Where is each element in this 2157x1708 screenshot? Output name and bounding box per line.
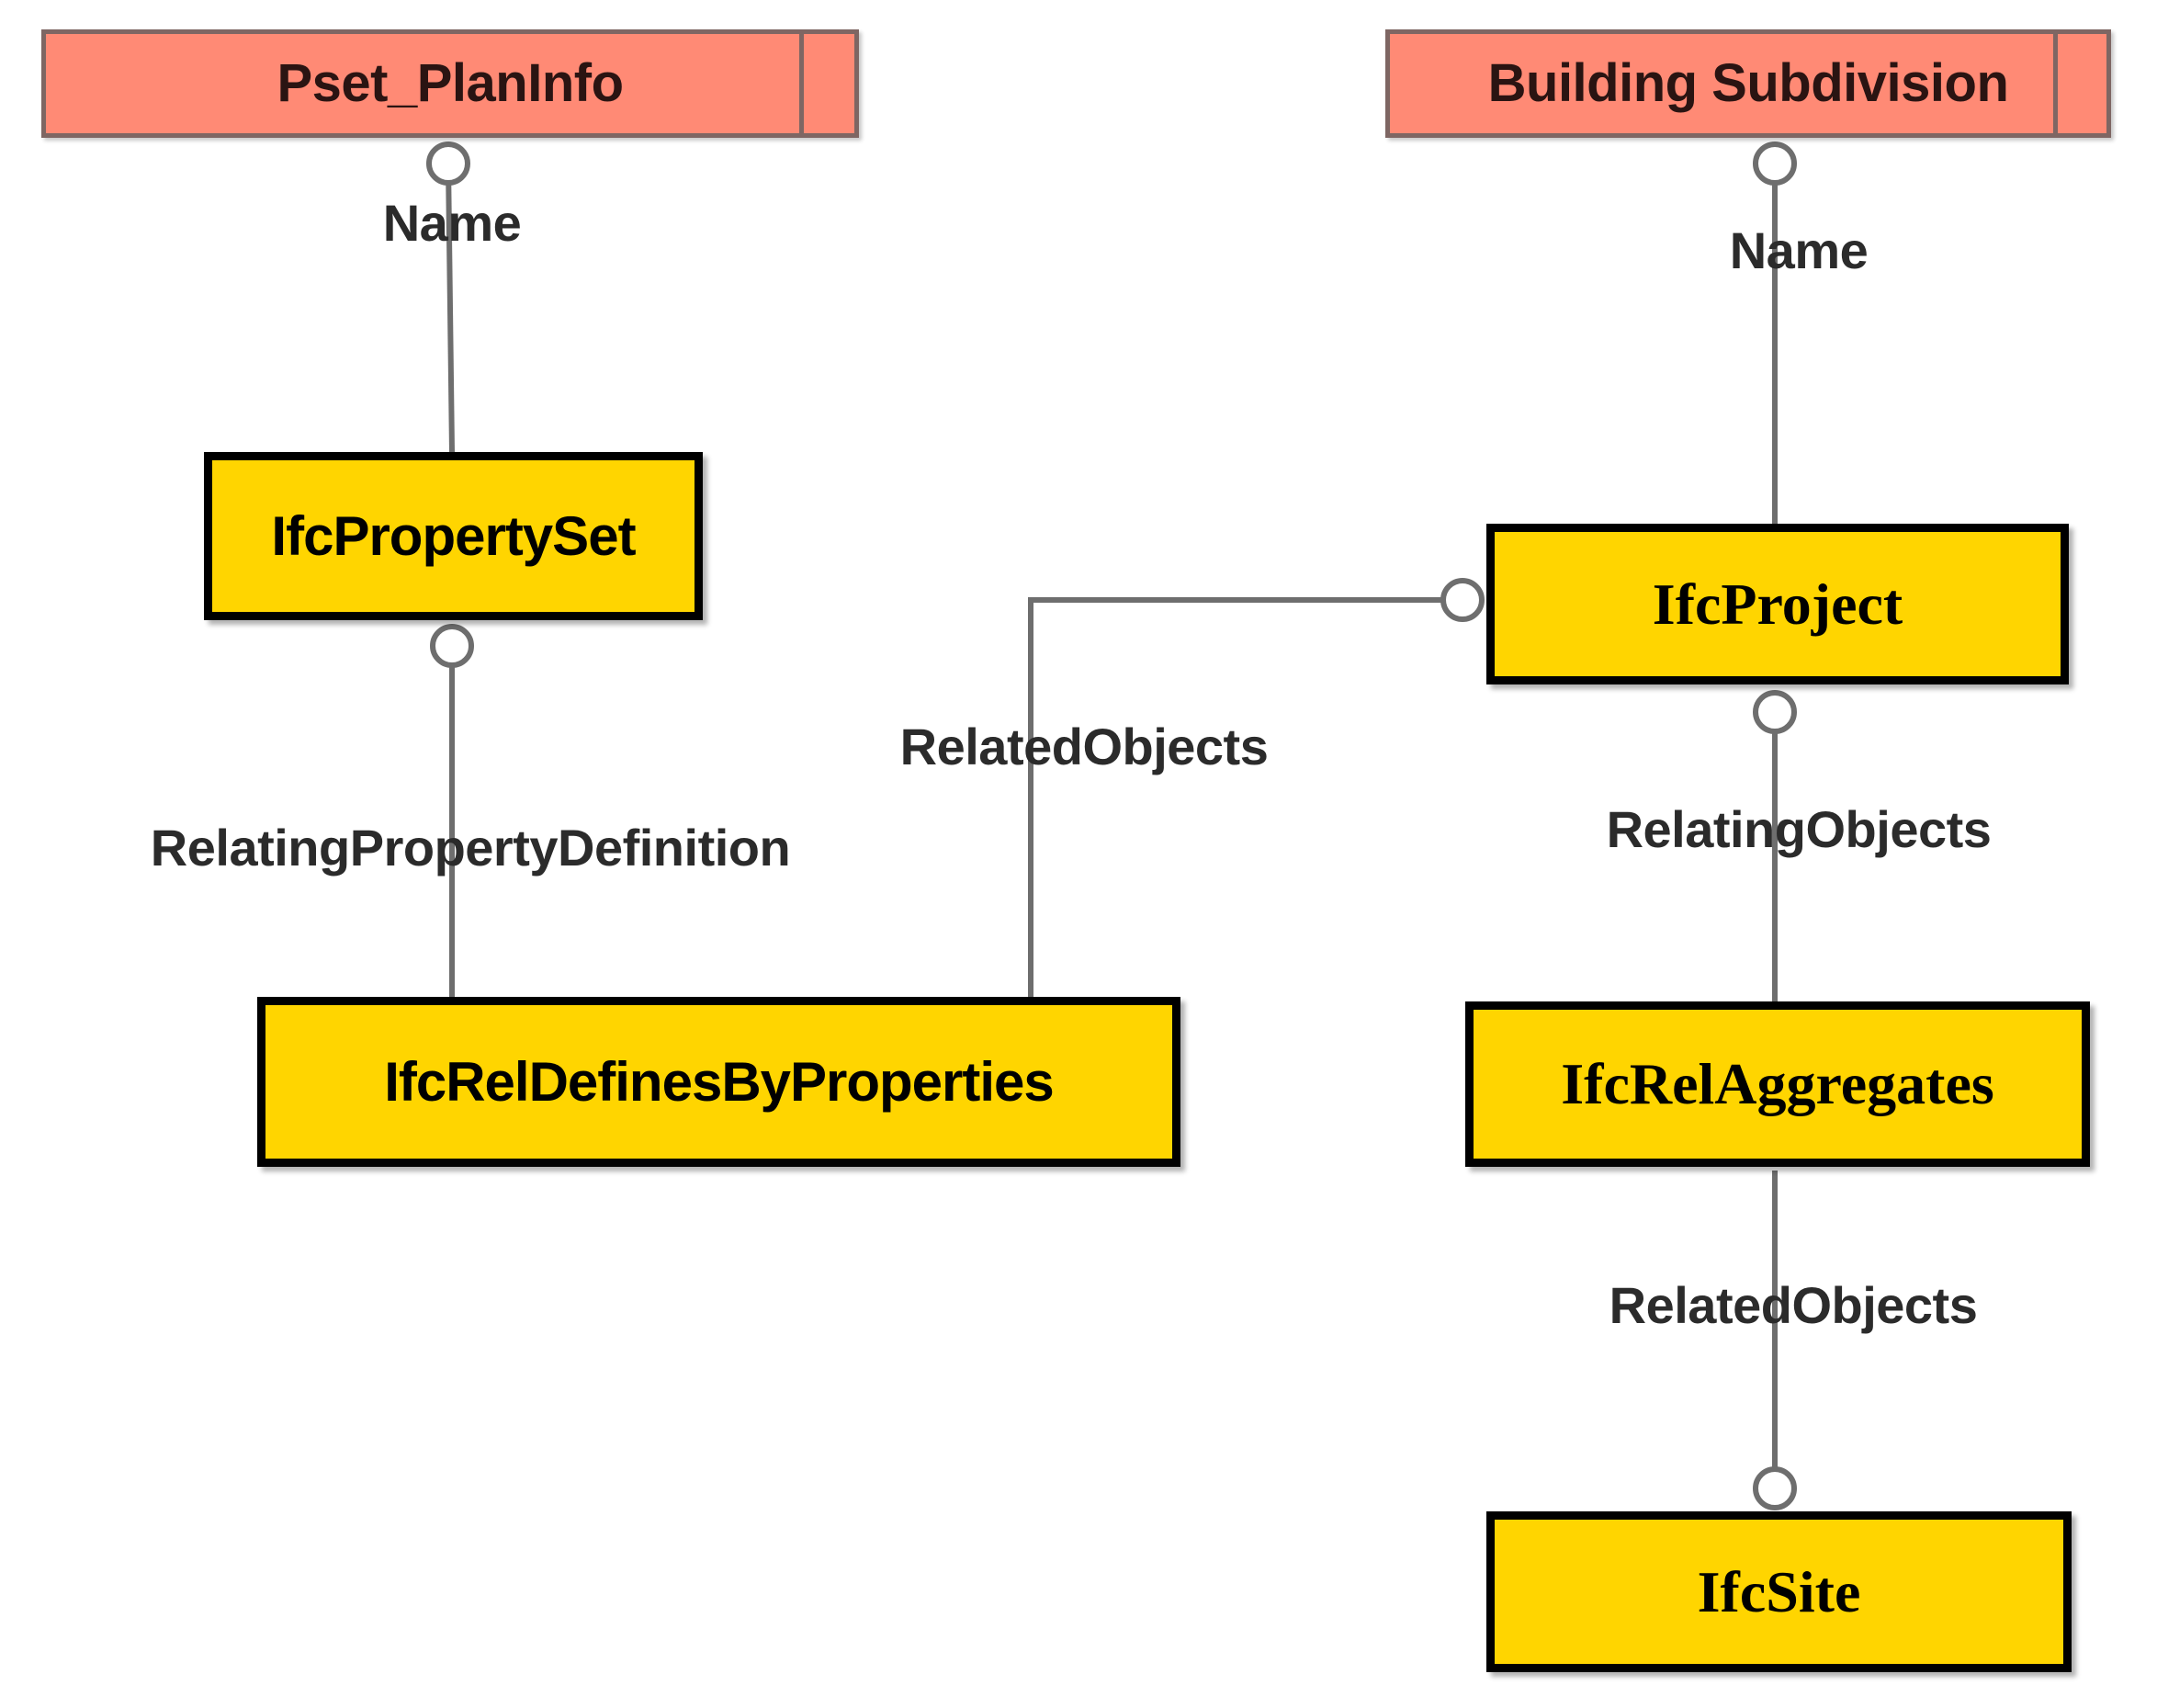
edge-label-name-left: Name <box>382 194 522 252</box>
node-ifcpropertyset[interactable]: IfcPropertySet <box>204 452 703 620</box>
endpoint-circle-ifcsite <box>1753 1466 1797 1510</box>
edge-label-relatingpropertydefinition: RelatingPropertyDefinition <box>150 819 791 877</box>
node-divider <box>799 29 804 138</box>
node-ifcproject[interactable]: IfcProject <box>1486 524 2069 684</box>
endpoint-circle-ifcproject-bottom <box>1753 690 1797 734</box>
edge-label-relatedobjects-left: RelatedObjects <box>899 718 1269 775</box>
edge-label-relatedobjects-right: RelatedObjects <box>1609 1276 1978 1334</box>
node-pset-planinfo[interactable]: Pset_PlanInfo <box>41 29 859 138</box>
endpoint-circle-ifcproject-left <box>1440 578 1485 622</box>
edge-line-relatedobjects-left <box>1028 597 1462 1000</box>
node-ifcreldefinesbyproperties[interactable]: IfcRelDefinesByProperties <box>257 997 1180 1167</box>
node-building-subdivision[interactable]: Building Subdivision <box>1385 29 2111 138</box>
node-label: IfcRelAggregates <box>1561 1051 1994 1117</box>
endpoint-circle-building-subdivision <box>1753 141 1797 186</box>
edge-label-relatingobjects: RelatingObjects <box>1606 800 1992 858</box>
node-label: IfcRelDefinesByProperties <box>384 1051 1055 1113</box>
endpoint-circle-pset-planinfo <box>426 141 470 186</box>
endpoint-circle-ifcpropertyset <box>430 624 474 668</box>
node-label: IfcPropertySet <box>271 505 636 567</box>
node-label: Pset_PlanInfo <box>277 52 624 113</box>
node-divider <box>2053 29 2058 138</box>
node-label: IfcSite <box>1697 1558 1861 1624</box>
node-ifcrelaggregates[interactable]: IfcRelAggregates <box>1465 1001 2090 1167</box>
edge-label-name-right: Name <box>1729 221 1869 279</box>
node-label: Building Subdivision <box>1487 52 2009 113</box>
node-label: IfcProject <box>1652 571 1903 637</box>
node-ifcsite[interactable]: IfcSite <box>1486 1511 2072 1672</box>
